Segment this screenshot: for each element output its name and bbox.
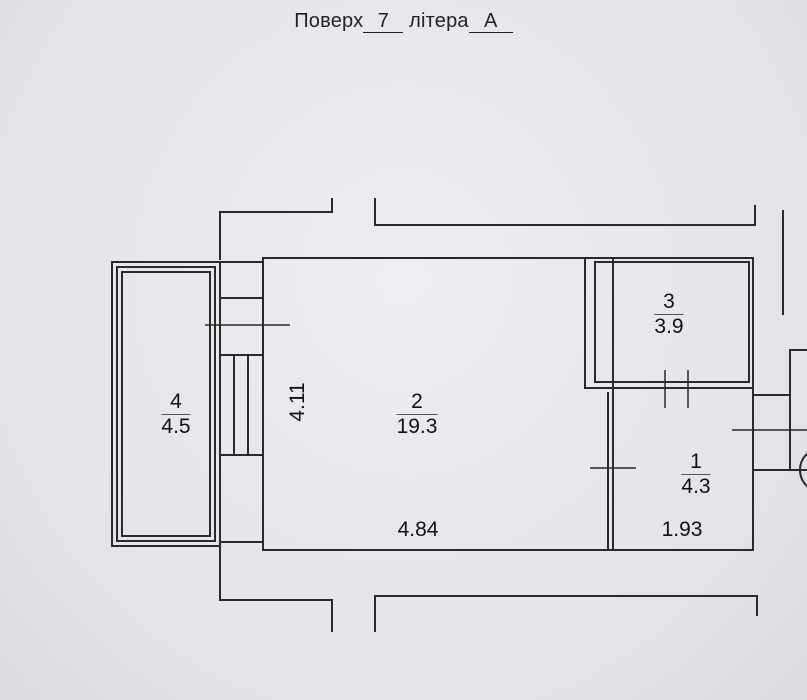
room-4-label: 4 4.5 xyxy=(161,390,191,439)
floor-value: 7 xyxy=(363,10,404,33)
room-2-number: 2 xyxy=(396,390,438,415)
room-1-area: 4.3 xyxy=(681,475,711,498)
room-4-outline xyxy=(111,261,221,547)
room-2-width-dimension: 4.84 xyxy=(397,518,439,541)
outer-wall-bottom-right xyxy=(374,595,758,632)
room-3-inner xyxy=(594,261,750,383)
stair-circle xyxy=(799,452,807,488)
room-3-area: 3.9 xyxy=(654,315,684,338)
room-1-width-dimension: 1.93 xyxy=(661,518,703,541)
room-4-inner-2 xyxy=(121,271,211,537)
letter-label: літера xyxy=(409,10,469,32)
room-1-label: 1 4.3 xyxy=(681,450,711,499)
outer-wall-top-right xyxy=(374,198,756,226)
room-1-number: 1 xyxy=(681,450,711,475)
outer-wall-right-lower xyxy=(789,349,807,471)
outer-wall-top-left xyxy=(219,198,333,260)
room-2-height-dimension: 4.11 xyxy=(286,382,309,422)
room-2-label: 2 19.3 xyxy=(396,390,438,439)
room-2-outline xyxy=(262,257,614,551)
balcony-window xyxy=(233,354,249,456)
room-2-area: 19.3 xyxy=(396,415,438,438)
room-4-number: 4 xyxy=(161,390,191,415)
room-4-area: 4.5 xyxy=(161,415,191,438)
room-4-inner-1 xyxy=(116,266,216,542)
floor-label: Поверх xyxy=(294,10,364,32)
letter-value: А xyxy=(468,10,513,33)
room-3-label: 3 3.9 xyxy=(654,290,684,339)
outer-wall-bottom-left xyxy=(219,542,333,632)
room-3-number: 3 xyxy=(654,290,684,315)
